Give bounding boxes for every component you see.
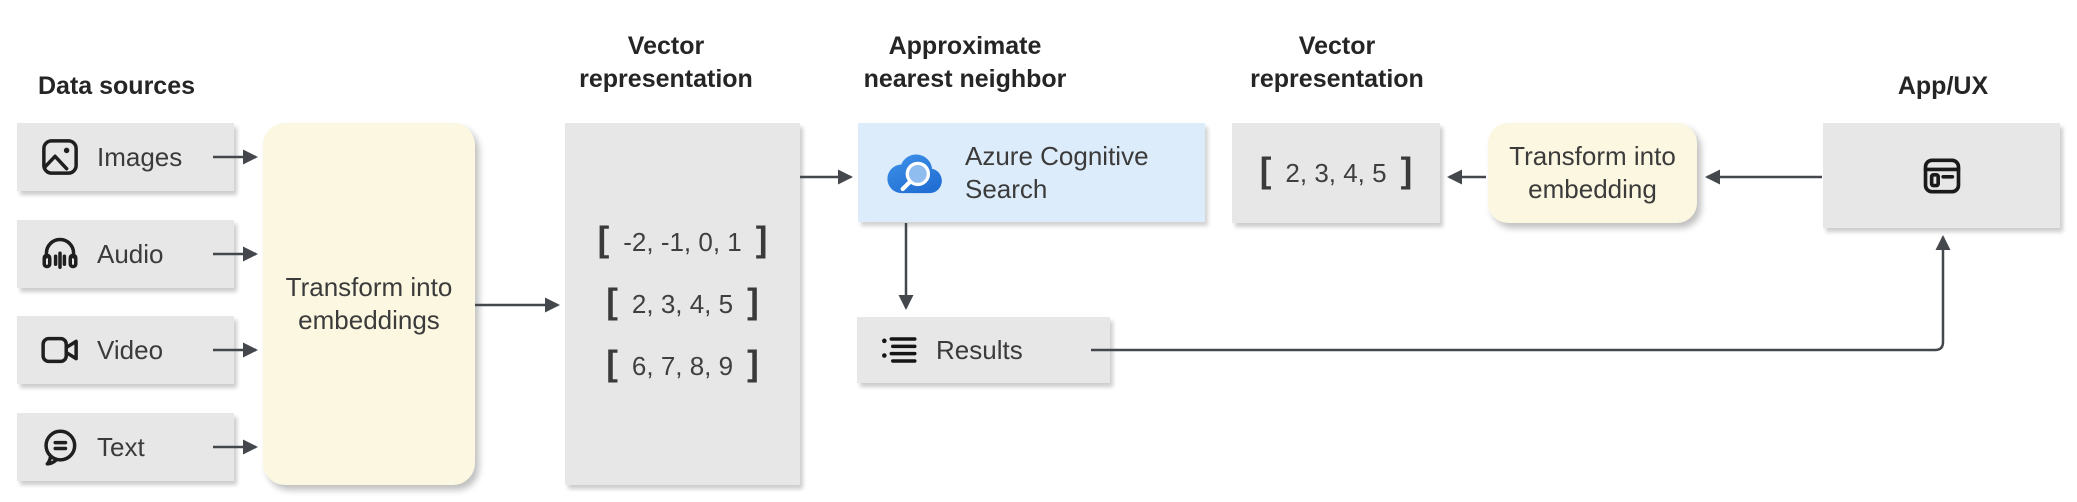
heading-vector-representation-left: Vector representation [579,32,753,93]
bracket-close: ] [1400,151,1413,190]
source-label: Images [97,141,183,172]
vector-values: -2, -1, 0, 1 [623,226,742,257]
bracket-open: [ [1259,151,1272,190]
app-ux-box [1823,123,2060,228]
image-icon [38,135,82,179]
heading-approximate-nearest-neighbor: Approximate nearest neighbor [863,32,1067,93]
video-icon [38,328,82,372]
arrow-results-to-appux [1091,234,1951,352]
source-label: Audio [97,238,164,269]
vector-representation-box: [ -2, -1, 0, 1 ] [ 2, 3, 4, 5 ] [ 6, 7, … [565,123,800,485]
bracket-close: ] [747,344,759,383]
azure-cognitive-search-box: Azure Cognitive Search [858,123,1205,222]
browser-window-icon [1919,153,1965,199]
vector-row: [ 6, 7, 8, 9 ] [606,344,759,386]
vector-values: 2, 3, 4, 5 [1285,157,1387,188]
bracket-close: ] [747,282,759,321]
bullet-list-icon [877,328,921,372]
source-label: Text [97,431,145,462]
transform-into-embeddings-label: Transform into embeddings [285,272,453,335]
transform-into-embeddings-box: Transform into embeddings [263,123,475,485]
azure-cognitive-search-label: Azure Cognitive Search [965,140,1149,204]
images-source-box: Images [17,123,234,191]
bracket-open: [ [597,220,610,259]
query-vector-box: [ 2, 3, 4, 5 ] [1232,123,1440,223]
text-source-box: Text [17,413,234,481]
vector-row: [ 2, 3, 4, 5 ] [606,282,759,324]
bracket-close: ] [755,220,768,259]
results-label: Results [936,334,1023,365]
vector-values: 2, 3, 4, 5 [631,288,734,319]
bracket-open: [ [606,282,618,321]
vector-row: [ 2, 3, 4, 5 ] [1259,151,1413,193]
azure-cognitive-search-cloud-icon [883,145,949,201]
transform-into-embedding-box: Transform into embedding [1488,123,1697,223]
heading-app-ux: App/UX [1897,72,1989,100]
source-label: Video [97,334,164,365]
vector-row: [ -2, -1, 0, 1 ] [597,220,768,262]
transform-into-embedding-label: Transform into embedding [1509,141,1676,204]
heading-data-sources: Data sources [38,72,196,100]
audio-source-box: Audio [17,220,234,288]
bracket-open: [ [606,344,618,383]
video-source-box: Video [17,316,234,384]
text-chat-icon [38,425,82,469]
vector-values: 6, 7, 8, 9 [631,350,734,381]
audio-icon [38,232,82,276]
results-box: Results [857,317,1110,383]
heading-vector-representation-right: Vector representation [1250,32,1424,93]
